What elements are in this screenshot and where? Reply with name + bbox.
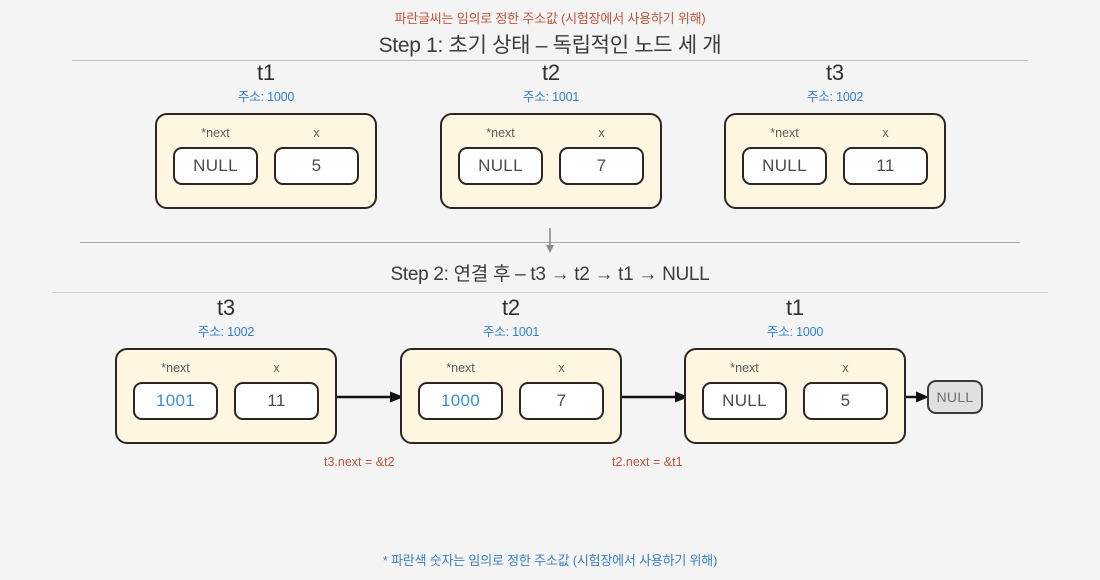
- cell-x-value: 7: [559, 147, 644, 185]
- field-next: *next 1001: [133, 360, 218, 420]
- cell-next-value: NULL: [702, 382, 787, 420]
- node-box: *next 1000 x 7: [400, 347, 622, 444]
- field-x: x 11: [843, 125, 928, 185]
- field-label-x: x: [598, 125, 605, 140]
- cell-next-value: NULL: [742, 147, 827, 185]
- field-label-next: *next: [161, 360, 190, 375]
- field-label-x: x: [273, 360, 280, 375]
- field-next: *next NULL: [702, 360, 787, 420]
- step1-node-t1: t1 주소: 1000 *next NULL x 5: [155, 62, 377, 209]
- cell-next-value: NULL: [173, 147, 258, 185]
- field-x: x 5: [803, 360, 888, 420]
- cell-x-value: 11: [843, 147, 928, 185]
- divider-bottom: [52, 292, 1048, 293]
- node-title: t2: [502, 295, 520, 320]
- field-next: *next NULL: [173, 125, 258, 185]
- field-label-x: x: [882, 125, 889, 140]
- annotation-t2-next: t2.next = &t1: [612, 455, 683, 469]
- node-box: *next NULL x 11: [724, 112, 946, 209]
- node-title: t2: [542, 60, 560, 85]
- field-next: *next 1000: [418, 360, 503, 420]
- node-address: 주소: 1001: [482, 325, 540, 339]
- node-title: t1: [257, 60, 275, 85]
- field-x: x 7: [519, 360, 604, 420]
- cell-x-value: 11: [234, 382, 319, 420]
- cell-next-value: NULL: [458, 147, 543, 185]
- link-arrow-t1-to-null-icon: [906, 391, 929, 403]
- terminal-null-badge: NULL: [927, 380, 983, 414]
- field-label-next: *next: [730, 360, 759, 375]
- cell-x-value: 7: [519, 382, 604, 420]
- field-label-x: x: [558, 360, 565, 375]
- divider-top: [72, 60, 1028, 61]
- field-next: *next NULL: [458, 125, 543, 185]
- node-box: *next NULL x 5: [155, 112, 377, 209]
- node-title: t1: [786, 295, 804, 320]
- node-title: t3: [217, 295, 235, 320]
- field-label-x: x: [313, 125, 320, 140]
- footer-note: * 파란색 숫자는 임의로 정한 주소값 (시험장에서 사용하기 위해): [382, 553, 718, 568]
- node-address: 주소: 1002: [806, 90, 864, 104]
- field-label-next: *next: [446, 360, 475, 375]
- step1-node-t2: t2 주소: 1001 *next NULL x 7: [440, 62, 662, 209]
- link-arrow-t2-to-t1-icon: [622, 391, 689, 403]
- step1-node-t3: t3 주소: 1002 *next NULL x 11: [724, 62, 946, 209]
- node-address: 주소: 1002: [197, 325, 255, 339]
- field-x: x 11: [234, 360, 319, 420]
- field-label-next: *next: [770, 125, 799, 140]
- header-note: 파란글씨는 임의로 정한 주소값 (시험장에서 사용하기 위해): [394, 11, 706, 26]
- node-box: *next NULL x 7: [440, 112, 662, 209]
- field-x: x 5: [274, 125, 359, 185]
- node-address: 주소: 1001: [522, 90, 580, 104]
- cell-x-value: 5: [274, 147, 359, 185]
- field-label-x: x: [842, 360, 849, 375]
- transition-down-arrow-icon: [546, 228, 554, 253]
- step2-node-t1: t1 주소: 1000 *next NULL x 5: [684, 297, 906, 444]
- step1-title: Step 1: 초기 상태 – 독립적인 노드 세 개: [378, 34, 722, 57]
- node-address: 주소: 1000: [766, 325, 824, 339]
- field-label-next: *next: [201, 125, 230, 140]
- step2-node-t2: t2 주소: 1001 *next 1000 x 7: [400, 297, 622, 444]
- node-box: *next NULL x 5: [684, 347, 906, 444]
- field-x: x 7: [559, 125, 644, 185]
- node-box: *next 1001 x 11: [115, 347, 337, 444]
- link-arrow-t3-to-t2-icon: [337, 391, 404, 403]
- step2-node-t3: t3 주소: 1002 *next 1001 x 11: [115, 297, 337, 444]
- field-next: *next NULL: [742, 125, 827, 185]
- field-label-next: *next: [486, 125, 515, 140]
- annotation-t3-next: t3.next = &t2: [324, 455, 395, 469]
- cell-next-value: 1000: [418, 382, 503, 420]
- node-title: t3: [826, 60, 844, 85]
- step2-title: Step 2: 연결 후 – t3 → t2 → t1 → NULL: [390, 264, 710, 285]
- node-address: 주소: 1000: [237, 90, 295, 104]
- cell-next-value: 1001: [133, 382, 218, 420]
- cell-x-value: 5: [803, 382, 888, 420]
